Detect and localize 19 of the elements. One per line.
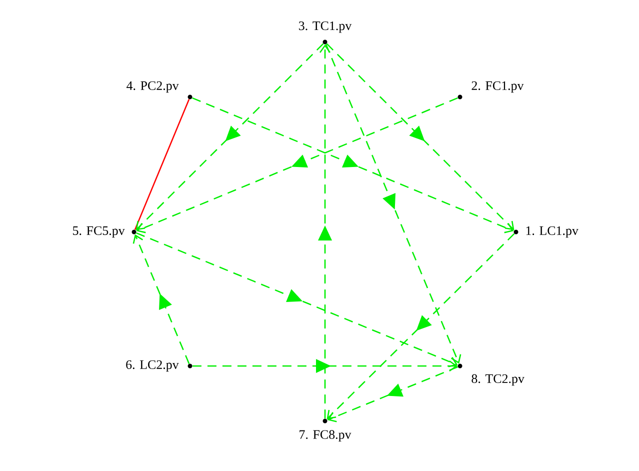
arrow <box>326 43 514 230</box>
point-label: 8. TC2.pv <box>472 374 524 386</box>
point-label: 4. PC2.pv <box>126 81 179 93</box>
arrow <box>136 97 458 234</box>
arrow <box>318 44 332 419</box>
point-label: 5. FC5.pv <box>73 226 125 238</box>
arrow <box>327 366 458 422</box>
arrow <box>326 233 515 420</box>
point-label: 1. LC1.pv <box>526 226 578 238</box>
point-label: 3. TC1.pv <box>299 21 352 33</box>
arrow <box>136 232 458 368</box>
arrow <box>325 44 462 364</box>
arrow <box>192 358 458 373</box>
point-label: 7. FC8.pv <box>300 430 352 442</box>
arrow <box>132 234 190 364</box>
point-label: 2. FC1.pv <box>472 81 524 93</box>
arrow <box>192 97 514 234</box>
arrow <box>136 43 324 230</box>
point-label: 6. LC2.pv <box>126 360 179 372</box>
